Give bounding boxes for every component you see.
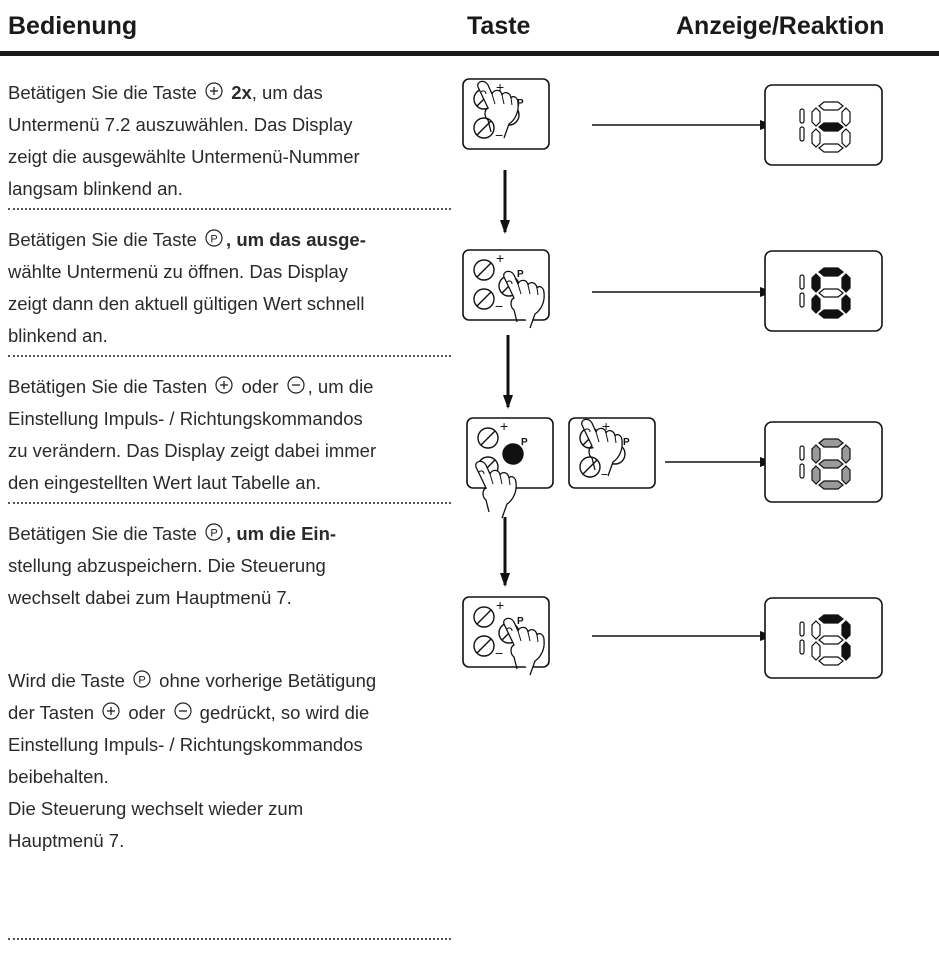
svg-text:P: P bbox=[210, 234, 217, 246]
step-3-text: Betätigen Sie die Tasten oder , um die E… bbox=[8, 376, 377, 493]
note-text: Wird die Taste P ohne vorherige Betätigu… bbox=[8, 670, 377, 851]
panel-step-3-minus bbox=[466, 417, 554, 489]
header-bedienung: Bedienung bbox=[8, 12, 138, 40]
seven-segment-display-icon bbox=[764, 421, 883, 503]
minus-key-icon bbox=[173, 702, 192, 720]
header-rule bbox=[0, 51, 939, 56]
seven-segment-display-icon bbox=[764, 250, 883, 332]
p-key-icon: P bbox=[205, 229, 223, 247]
header-taste: Taste bbox=[467, 12, 531, 40]
minus-key-icon bbox=[287, 376, 305, 394]
seven-segment-display-icon bbox=[764, 597, 883, 679]
step-4-text: Betätigen Sie die Taste P, um die Ein- s… bbox=[8, 523, 337, 608]
svg-text:P: P bbox=[138, 675, 145, 687]
svg-text:P: P bbox=[210, 528, 217, 540]
seven-segment-display-icon bbox=[764, 84, 883, 166]
plus-key-icon bbox=[102, 702, 120, 720]
separator bbox=[8, 208, 451, 210]
step-1-text: Betätigen Sie die Taste 2x, um das Unter… bbox=[8, 82, 360, 199]
separator bbox=[8, 938, 451, 940]
plus-key-icon bbox=[215, 376, 233, 394]
p-key-icon: P bbox=[133, 670, 151, 688]
separator bbox=[8, 502, 451, 504]
plus-key-icon bbox=[205, 82, 223, 100]
separator bbox=[8, 355, 451, 357]
header-anzeige: Anzeige/Reaktion bbox=[676, 12, 885, 40]
p-key-icon: P bbox=[205, 523, 223, 541]
step-2-text: Betätigen Sie die Taste P, um das ausge-… bbox=[8, 229, 366, 346]
